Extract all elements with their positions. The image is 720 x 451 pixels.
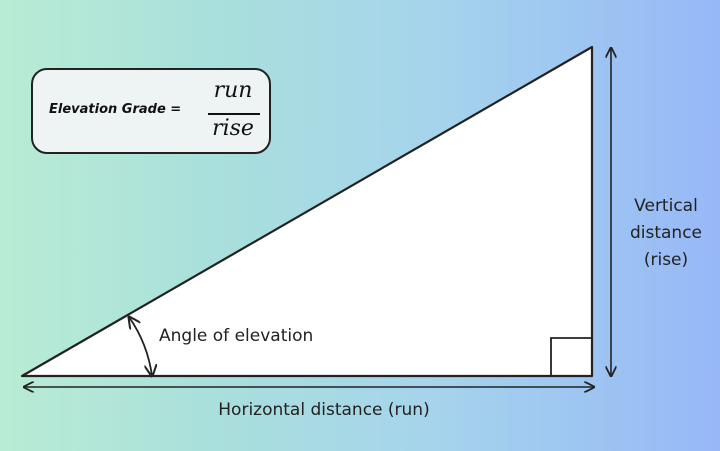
- vertical-distance-label: Vertical distance (rise): [612, 193, 720, 274]
- vertical-label-line-1: Vertical: [634, 196, 698, 216]
- formula-label: Elevation Grade =: [49, 102, 182, 117]
- vertical-label-line-3: (rise): [643, 250, 689, 270]
- horizontal-distance-label: Horizontal distance (run): [218, 400, 430, 420]
- formula-numerator: run: [213, 78, 253, 103]
- angle-of-elevation-label: Angle of elevation: [159, 326, 314, 346]
- fraction-bar: [208, 113, 260, 115]
- formula-denominator: rise: [212, 116, 254, 141]
- angle-arc: [129, 317, 152, 376]
- formula-box: Elevation Grade = run rise: [31, 68, 271, 154]
- right-angle-marker: [550, 337, 592, 376]
- right-triangle: [20, 45, 594, 378]
- vertical-label-line-2: distance: [629, 223, 703, 243]
